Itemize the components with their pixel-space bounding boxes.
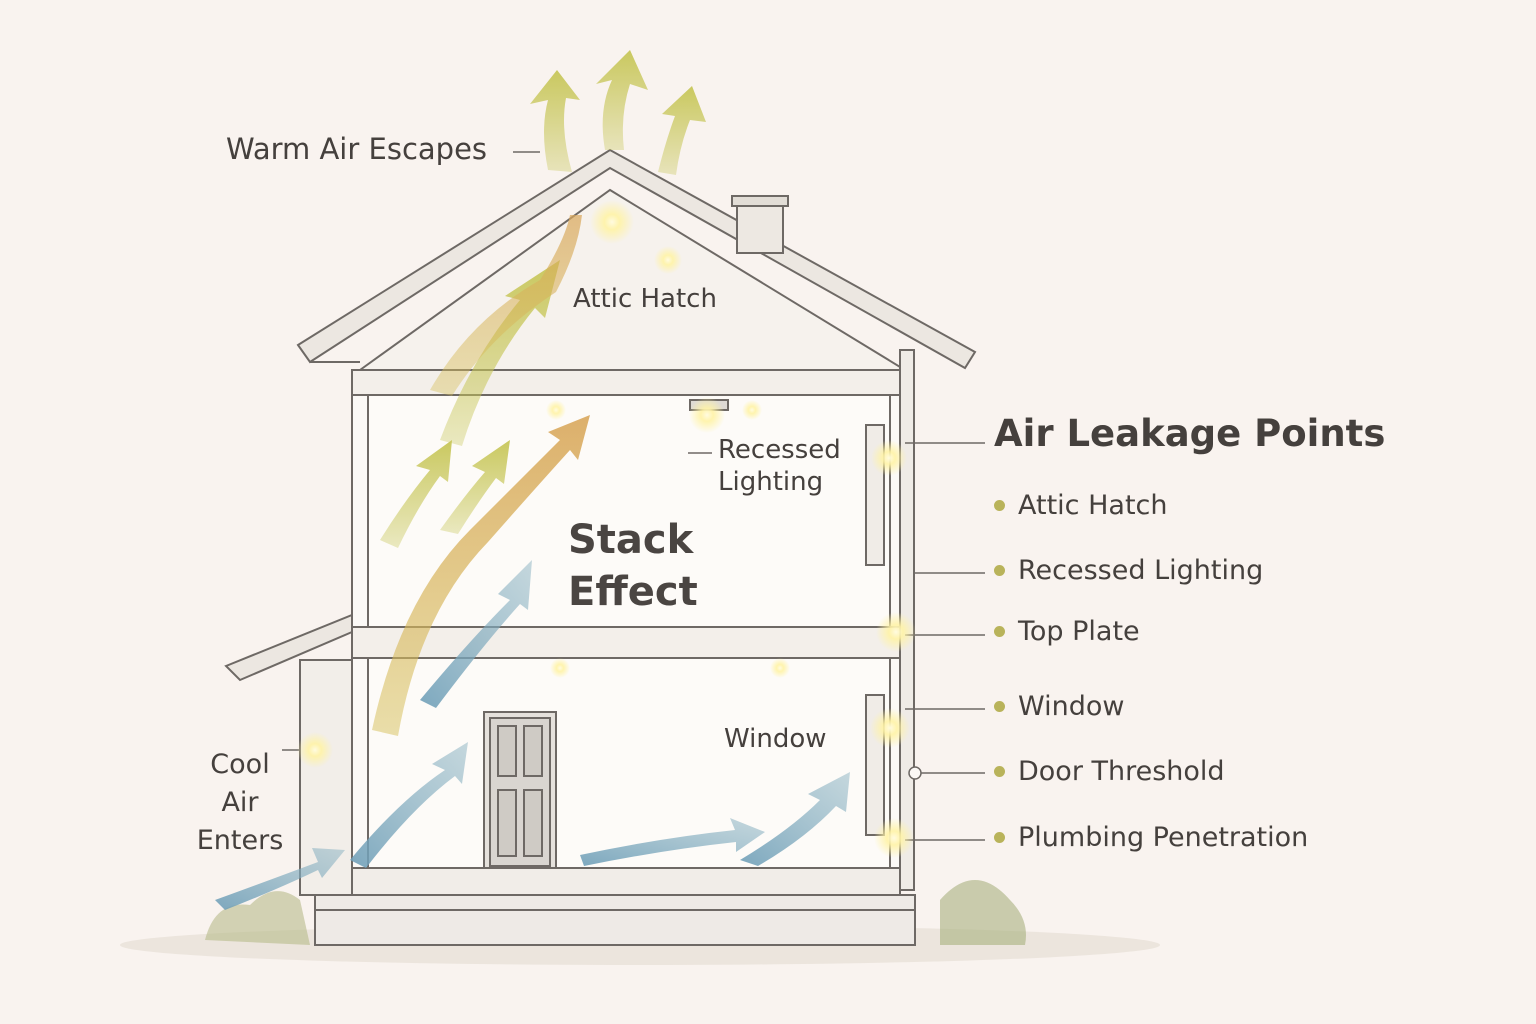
attic-hatch-label: Attic Hatch — [573, 284, 717, 314]
legend-item-recessed-lighting: Recessed Lighting — [994, 555, 1263, 586]
recessed-line2: Lighting — [718, 467, 824, 497]
glow-plumbing — [874, 818, 914, 858]
legend-item-attic-hatch: Attic Hatch — [994, 490, 1168, 521]
legend-item-label: Plumbing Penetration — [1018, 822, 1309, 853]
glow-top-plate — [876, 612, 916, 652]
warm-air-escapes-label: Warm Air Escapes — [226, 132, 488, 166]
legend-item-window: Window — [994, 691, 1124, 722]
stack-effect-label: Stack Effect — [568, 514, 698, 618]
recessed-lighting-label: Recessed Lighting — [718, 434, 841, 498]
stack-line1: Stack — [568, 517, 694, 563]
glow-ceiling-2 — [742, 400, 762, 420]
leak-glows — [297, 200, 922, 858]
recessed-line1: Recessed — [718, 435, 841, 465]
cool-line3: Enters — [196, 825, 284, 856]
stack-line2: Effect — [568, 569, 698, 615]
glow-cool-entry — [297, 732, 333, 768]
legend-title: Air Leakage Points — [994, 412, 1386, 455]
legend-item-label: Attic Hatch — [1018, 490, 1168, 521]
door-threshold-marker — [908, 766, 922, 780]
hot-air-arrow — [372, 415, 590, 736]
cool-line2: Air — [221, 787, 259, 818]
legend-dot — [994, 766, 1005, 777]
glow-lower-ceiling — [550, 658, 570, 678]
cool-air-arrows — [215, 560, 850, 910]
attic-hot-arrow — [430, 215, 582, 396]
legend-item-label: Recessed Lighting — [1018, 555, 1264, 586]
cool-line1: Cool — [210, 749, 270, 780]
legend-item-label: Top Plate — [1018, 616, 1140, 647]
legend-item-top-plate: Top Plate — [994, 616, 1140, 647]
legend-dot — [994, 701, 1005, 712]
window-label: Window — [724, 724, 827, 754]
legend-dot — [994, 565, 1005, 576]
legend-dot — [994, 832, 1005, 843]
shrub-right — [940, 880, 1026, 945]
legend-item-label: Door Threshold — [1018, 756, 1225, 787]
cool-air-enters-label: Cool Air Enters — [190, 746, 290, 860]
glow-upper-window — [871, 440, 907, 476]
glow-attic-hatch — [590, 200, 634, 244]
leader-lines — [282, 151, 985, 841]
glow-ceiling-1 — [546, 400, 566, 420]
legend-dot — [994, 626, 1005, 637]
shrub-left — [205, 891, 310, 945]
glow-attic-2 — [654, 246, 682, 274]
glow-recessed — [689, 397, 725, 433]
legend-dot — [994, 500, 1005, 511]
glow-lower-ceiling-2 — [770, 658, 790, 678]
legend-item-plumbing-penetration: Plumbing Penetration — [994, 822, 1308, 853]
legend-item-label: Window — [1018, 691, 1125, 722]
legend-item-door-threshold: Door Threshold — [994, 756, 1225, 787]
glow-window — [870, 708, 910, 748]
